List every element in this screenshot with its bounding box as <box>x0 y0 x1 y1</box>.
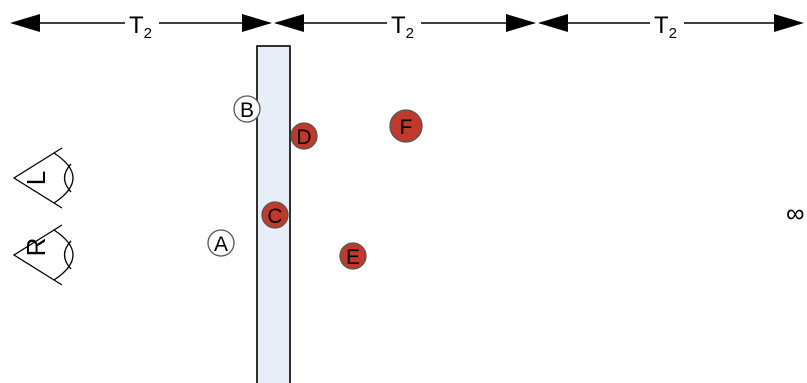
point-f: F <box>389 109 423 143</box>
left-eye-label: L <box>21 171 51 185</box>
right-eye-icon <box>12 224 74 286</box>
point-b: B <box>233 95 261 123</box>
dimension-label-3: T2 <box>654 12 677 42</box>
point-c: C <box>261 201 289 229</box>
infinity-symbol: ∞ <box>786 198 805 228</box>
svg-text:C: C <box>267 205 282 228</box>
svg-text:E: E <box>346 246 360 269</box>
svg-text:F: F <box>400 116 413 139</box>
dimension-label-2: T2 <box>391 12 414 42</box>
svg-text:A: A <box>214 233 228 256</box>
point-e: E <box>339 242 367 270</box>
dimension-label-1: T2 <box>129 12 152 42</box>
dimension-labels: T2 T2 T2 <box>125 8 684 42</box>
svg-text:B: B <box>240 99 254 122</box>
svg-text:D: D <box>296 126 311 149</box>
left-eye-icon <box>12 147 74 209</box>
point-d: D <box>290 122 318 150</box>
right-eye-label: R <box>21 238 51 257</box>
point-a: A <box>207 229 235 257</box>
